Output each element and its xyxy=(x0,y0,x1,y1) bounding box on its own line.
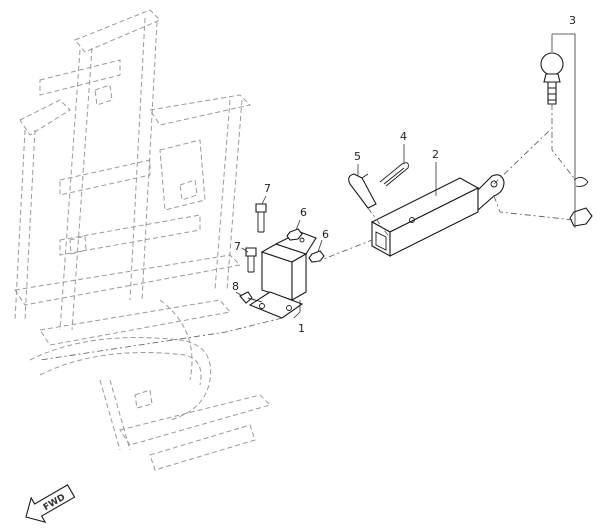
callout-2: 2 xyxy=(432,148,439,161)
kit-bracket xyxy=(551,33,576,228)
callout-7-lower: 7 xyxy=(234,240,241,253)
callout-5: 5 xyxy=(354,150,361,163)
receiver-tube xyxy=(370,174,505,257)
hitch-ball-nut xyxy=(569,207,593,227)
leader-lines xyxy=(235,144,437,319)
flange-nut-lower xyxy=(308,250,325,263)
hitch-pin-clip xyxy=(379,162,409,187)
callout-8: 8 xyxy=(232,280,239,293)
callout-labels: 1 2 3 4 5 6 6 7 7 8 xyxy=(232,14,576,335)
vehicle-frame xyxy=(14,9,271,471)
callout-6-upper: 6 xyxy=(300,206,307,219)
callout-1: 1 xyxy=(298,322,305,335)
flange-bolt-upper xyxy=(255,203,267,233)
callout-3: 3 xyxy=(569,14,576,27)
hitch-mount-bracket xyxy=(248,231,317,319)
lock-washer xyxy=(573,177,589,187)
callout-6-lower: 6 xyxy=(322,228,329,241)
flange-bolt-lower xyxy=(245,247,257,273)
fwd-direction-badge: FWD xyxy=(25,484,76,523)
flange-nut-upper xyxy=(286,228,303,241)
hex-bolt xyxy=(239,291,263,304)
assembly-guides xyxy=(39,104,575,361)
callout-4: 4 xyxy=(400,130,407,143)
hitch-ball xyxy=(540,52,564,105)
hitch-pin xyxy=(348,173,377,209)
callout-7-upper: 7 xyxy=(264,182,271,195)
